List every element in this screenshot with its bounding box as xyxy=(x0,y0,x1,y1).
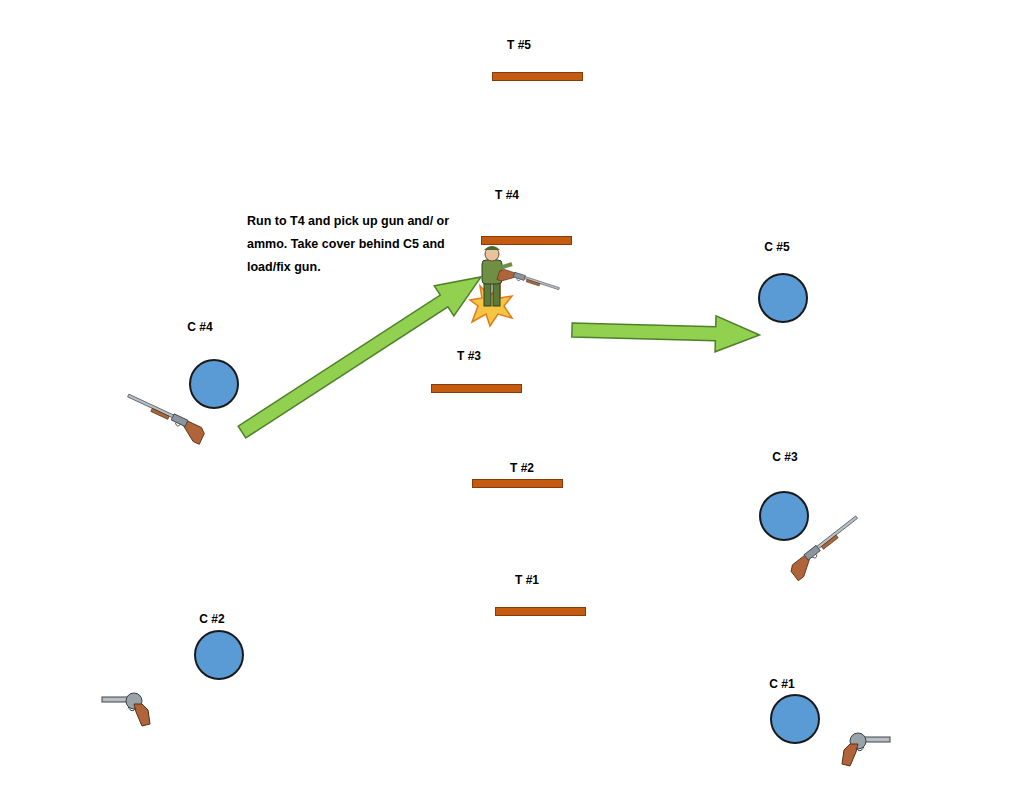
table-bar xyxy=(431,384,522,393)
table-bar xyxy=(495,607,586,616)
barrel-circle xyxy=(759,274,807,322)
position-label: T #1 xyxy=(515,573,539,587)
cover-barrel-node: C #2 xyxy=(191,612,247,681)
table-node: T #5 xyxy=(492,38,583,82)
cover-barrel-node: C #3 xyxy=(756,450,812,542)
table-bar xyxy=(472,479,563,488)
cover-barrel-node: C #5 xyxy=(755,240,811,335)
barrel-outline xyxy=(755,240,811,335)
position-label: T #2 xyxy=(510,461,534,475)
cover-barrel-node: C #1 xyxy=(767,677,823,745)
table-node: T #4 xyxy=(481,188,572,338)
barrel-circle xyxy=(190,360,238,408)
position-label: C #3 xyxy=(772,450,797,464)
position-label: C #4 xyxy=(187,320,212,334)
position-label: T #3 xyxy=(457,349,481,363)
movement-arrow xyxy=(572,316,760,352)
revolver-icon xyxy=(842,733,890,766)
revolver-icon xyxy=(102,693,150,726)
barrel-circle xyxy=(195,631,243,679)
table-bar xyxy=(481,236,572,245)
instruction-note: Run to T4 and pick up gun and/ or ammo. … xyxy=(247,210,475,279)
cover-barrel-node: C #4 xyxy=(186,320,242,432)
position-label: C #2 xyxy=(199,612,224,626)
table-node: T #2 xyxy=(472,461,563,489)
barrel-outline xyxy=(186,320,242,432)
position-label: C #1 xyxy=(769,677,794,691)
position-label: T #5 xyxy=(507,38,531,52)
movement-arrow xyxy=(238,277,481,438)
position-label: T #4 xyxy=(495,188,519,202)
table-node: T #1 xyxy=(495,573,586,617)
barrel-circle xyxy=(760,492,808,540)
rifle-icon xyxy=(497,268,560,299)
barrel-circle xyxy=(771,695,819,743)
soldier-figure xyxy=(470,246,512,326)
table-node: T #3 xyxy=(431,349,522,394)
table-bar xyxy=(492,72,583,81)
shotgun-icon xyxy=(122,393,206,444)
position-label: C #5 xyxy=(764,240,789,254)
